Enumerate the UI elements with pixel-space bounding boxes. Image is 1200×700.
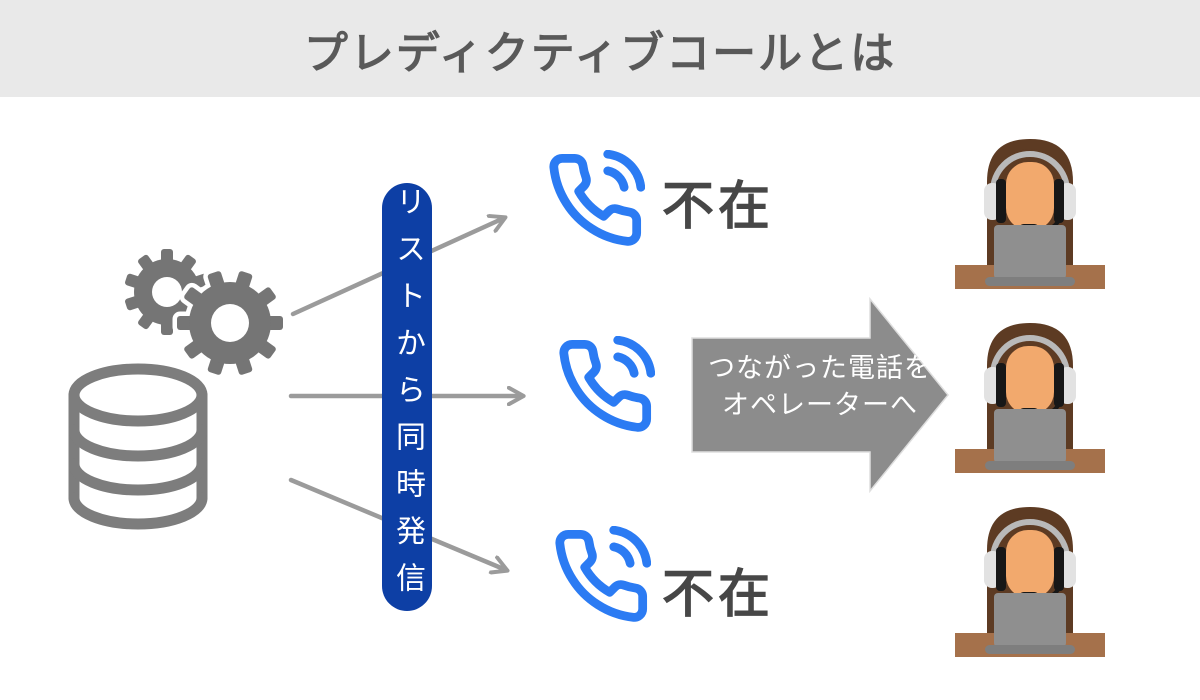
simultaneous-dial-label: リストから同時発信 (391, 185, 424, 609)
status-label-top: 不在 (662, 178, 775, 236)
operator-illustration-3 (955, 507, 1105, 657)
gear-small-icon (124, 249, 210, 335)
page-title: プレディクティブコールとは (303, 28, 897, 78)
handoff-arrow-line1: つながった電話を (708, 353, 932, 383)
gear-large-icon (177, 270, 283, 375)
header-banner: プレディクティブコールとは (0, 0, 1200, 97)
phone-ringing-icon-bottom (555, 526, 651, 622)
handoff-arrow-line2: オペレーターへ (722, 390, 918, 420)
operator-illustration-2 (955, 323, 1105, 473)
database-icon (68, 363, 208, 530)
simultaneous-dial-pill: リストから同時発信 (382, 183, 432, 611)
status-label-bottom: 不在 (662, 566, 775, 624)
phone-ringing-icon-middle (559, 336, 655, 432)
handoff-arrow-text: つながった電話を オペレーターへ (693, 350, 947, 424)
operator-illustration-1 (955, 139, 1105, 289)
handoff-arrow (691, 296, 949, 494)
phone-ringing-icon-top (549, 150, 645, 246)
